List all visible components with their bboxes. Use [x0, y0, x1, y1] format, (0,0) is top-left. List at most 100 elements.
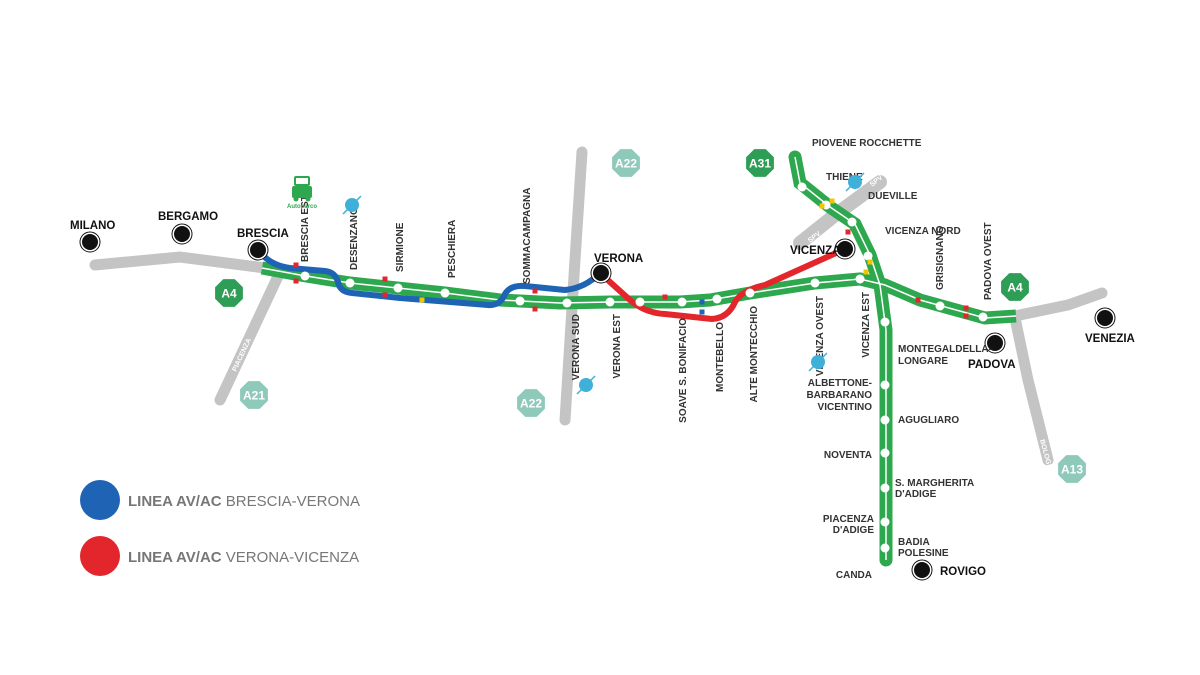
service-area-marker: [963, 313, 969, 319]
city-marker-fill: [914, 562, 930, 578]
station-dot: [880, 543, 890, 553]
road-milano-brescia: [89, 251, 271, 274]
station-label: BARBARANO: [806, 390, 872, 401]
service-area-marker: [293, 278, 299, 284]
legend-rest: BRESCIA-VERONA: [222, 493, 360, 510]
station-dot: [745, 288, 755, 298]
station-label: VICENZA EST: [861, 292, 872, 358]
tollpass-logo-stroke: [576, 375, 596, 395]
station-label: LONGARE: [898, 356, 948, 367]
service-area-marker: [845, 229, 851, 235]
city-label: VENEZIA: [1085, 333, 1135, 345]
station-dots: [293, 182, 988, 553]
autoparco-truck-icon: [292, 176, 312, 202]
station-dot: [880, 380, 890, 390]
autoparco-label: Autoparco: [287, 204, 317, 210]
highway-badge: [215, 279, 243, 307]
highway-badge: [1058, 455, 1086, 483]
station-label: POLESINE: [898, 548, 949, 559]
station-label: NOVENTA: [824, 450, 872, 461]
station-label: VICENZA NORD: [885, 226, 961, 237]
service-area-marker: [382, 292, 388, 298]
service-area-marker: [963, 305, 969, 311]
tollpass-logo-stroke: [808, 352, 828, 372]
service-area-marker: [382, 276, 388, 282]
station-label: BADIA: [898, 537, 930, 548]
service-area-marker: [819, 203, 825, 209]
highway-badge: [517, 389, 545, 417]
city-label: PADOVA: [968, 359, 1016, 371]
legend-rest: VERONA-VICENZA: [222, 549, 360, 566]
city-marker-fill: [987, 335, 1003, 351]
station-label: PADOVA OVEST: [983, 222, 994, 300]
legend-bold: LINEA AV/AC: [128, 493, 222, 510]
station-dot: [855, 274, 865, 284]
station-label: PESCHIERA: [447, 220, 458, 278]
service-area-marker: [662, 294, 668, 300]
station-dot: [440, 288, 450, 298]
service-area-marker: [699, 299, 705, 305]
city-label: VICENZA: [790, 245, 840, 257]
service-area-marker: [867, 259, 873, 265]
highway-badge-label: A4: [1007, 281, 1023, 295]
station-dot: [880, 517, 890, 527]
service-area-marker: [863, 269, 869, 275]
road-label: MODENA: [555, 364, 565, 396]
highway-badge: [1001, 273, 1029, 301]
station-dot: [300, 271, 310, 281]
station-dot: [880, 448, 890, 458]
station-label: D'ADIGE: [833, 525, 875, 536]
station-label: SOAVE S. BONIFACIO: [678, 318, 689, 423]
legend-red-swatch: [80, 536, 120, 576]
station-label: DUEVILLE: [868, 191, 918, 202]
highway-badge-label: A4: [221, 287, 237, 301]
road-a13: [1009, 312, 1054, 466]
legend-blue-swatch: [80, 480, 120, 520]
station-label: MONTEGALDELLA-: [898, 344, 992, 355]
highway-badge: [240, 381, 268, 409]
highway-badge-label: A22: [520, 397, 542, 411]
station-label: PIOVENE ROCCHETTE: [812, 138, 922, 149]
station-dot: [562, 298, 572, 308]
station-dot: [712, 294, 722, 304]
city-label: VERONA: [594, 253, 643, 265]
road-a21: [214, 266, 286, 406]
station-label: ALTE MONTECCHIO: [749, 306, 760, 403]
road-label: BRENNERO: [586, 160, 594, 201]
highway-badge: [746, 149, 774, 177]
station-label: GRISIGNANO: [935, 225, 946, 290]
station-dot: [863, 251, 873, 261]
station-dot: [797, 182, 807, 192]
city-label: MILANO: [70, 220, 115, 232]
city-marker-fill: [250, 242, 266, 258]
highway-badge-label: A22: [615, 157, 637, 171]
station-dot: [635, 297, 645, 307]
station-dot: [880, 415, 890, 425]
station-label: AGUGLIARO: [898, 415, 959, 426]
station-dot: [393, 283, 403, 293]
highway-badge-label: A31: [749, 157, 771, 171]
station-label: MONTEBELLO: [715, 322, 726, 392]
tollpass-logo-stroke: [342, 195, 362, 215]
service-area-marker: [293, 262, 299, 268]
city-marker-fill: [837, 241, 853, 257]
station-dot: [345, 278, 355, 288]
station-label: VICENTINO: [818, 402, 873, 413]
city-marker-fill: [593, 265, 609, 281]
service-area-marker: [915, 297, 921, 303]
highway-badge: [612, 149, 640, 177]
station-label: VERONA SUD: [571, 314, 582, 380]
legend: LINEA AV/AC BRESCIA-VERONA LINEA AV/AC V…: [80, 480, 360, 576]
station-label: ALBETTONE-: [808, 378, 872, 389]
road-venezia: [1009, 287, 1108, 322]
station-dot: [810, 278, 820, 288]
station-label: BRESCIA EST: [300, 195, 311, 262]
station-dot: [978, 312, 988, 322]
station-dot: [880, 483, 890, 493]
station-dot: [847, 217, 857, 227]
station-label: THIENE: [826, 172, 863, 183]
station-dot: [677, 297, 687, 307]
station-dot: [605, 297, 615, 307]
city-label: ROVIGO: [940, 566, 986, 578]
